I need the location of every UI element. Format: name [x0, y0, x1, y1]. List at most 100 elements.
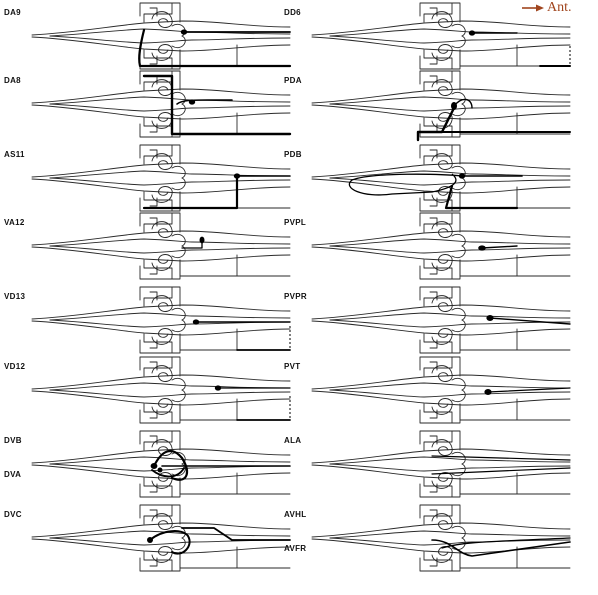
commissure: [416, 106, 456, 142]
ventral-cord-outline: [459, 49, 571, 67]
gut-outline-lower: [329, 389, 571, 398]
arrow-right-icon: [522, 4, 544, 12]
lumbar-ganglion-upper: [151, 11, 173, 28]
lumbar-ganglion-upper: [151, 79, 173, 96]
neuron-label: AVFR: [284, 544, 307, 553]
ventral-cord-outline: [459, 117, 571, 135]
body-outline-lower: [31, 246, 291, 262]
gut-outline-upper: [329, 170, 571, 179]
body-outline-lower: [311, 538, 571, 554]
preanal-ganglion-frame: [419, 504, 453, 525]
gut-outline-upper: [49, 312, 291, 321]
body-outline-upper: [311, 20, 571, 36]
body-outline-lower: [31, 178, 291, 194]
lumbar-ganglion-upper: [431, 79, 453, 96]
process-lower: [151, 467, 185, 478]
ventral-cord-outline: [179, 259, 291, 277]
anterior-indicator: Ant.: [522, 0, 572, 16]
panel-va12: [31, 212, 291, 280]
neuron-label: DVC: [4, 510, 22, 519]
body-outline-upper: [311, 304, 571, 320]
gut-outline-upper: [49, 530, 291, 539]
preanal-ganglion-frame: [139, 144, 173, 165]
lumbar-ganglion-lower: [431, 44, 453, 61]
process-loop: [149, 530, 191, 555]
panel-ala: [311, 430, 571, 498]
gut-outline-lower: [329, 319, 571, 328]
process-loop: [152, 449, 189, 481]
lumbar-ganglion-upper: [431, 365, 453, 382]
gut-outline-lower: [49, 389, 291, 398]
body-outline-upper: [311, 88, 571, 104]
lumbar-ganglion-upper: [151, 513, 173, 530]
gut-outline-lower: [329, 35, 571, 44]
lumbar-ganglion-lower: [151, 546, 173, 563]
body-outline-lower: [31, 538, 291, 554]
neuron-label: DD6: [284, 8, 301, 17]
preanal-ganglion-frame: [139, 2, 173, 23]
panel-pda: [311, 70, 571, 142]
body-outline-lower: [31, 464, 291, 480]
lumbar-ganglion-upper: [431, 513, 453, 530]
body-outline-upper: [311, 448, 571, 464]
gut-outline-upper: [329, 382, 571, 391]
commissure: [142, 174, 239, 210]
process-anterior: [181, 527, 291, 541]
process-anterior: [487, 387, 571, 393]
lumbar-ganglion-lower: [151, 328, 173, 345]
ventral-cord-outline: [459, 191, 571, 209]
panel-pvpr: [311, 286, 571, 354]
gut-outline-lower: [49, 245, 291, 254]
preanal-ganglion-frame: [139, 430, 173, 451]
panel-avhl: [311, 504, 571, 572]
body-outline-upper: [311, 230, 571, 246]
panel-pvt: [311, 356, 571, 424]
body-outline-upper: [31, 304, 291, 320]
lumbar-ganglion-upper: [431, 439, 453, 456]
lumbar-ganglion-upper: [431, 295, 453, 312]
process-tail-loop: [348, 173, 463, 196]
ventral-cord-outline: [459, 477, 571, 495]
commissure: [142, 74, 292, 136]
process-upper: [431, 455, 571, 461]
gut-outline-upper: [49, 382, 291, 391]
anterior-label: Ant.: [547, 0, 572, 15]
lumbar-ganglion-lower: [431, 328, 453, 345]
ventral-cord-outline: [459, 551, 571, 569]
lumbar-ganglion-upper: [151, 365, 173, 382]
body-outline-upper: [311, 374, 571, 390]
gut-outline-upper: [49, 238, 291, 247]
preanal-ganglion-frame: [419, 356, 453, 377]
lumbar-ganglion-upper: [431, 11, 453, 28]
body-outline-lower: [31, 320, 291, 336]
preanal-ganglion-frame: [419, 2, 453, 23]
preanal-ganglion-frame: [419, 212, 453, 233]
panel-da9: [31, 2, 292, 70]
body-outline-upper: [31, 448, 291, 464]
preanal-ganglion-frame: [419, 286, 453, 307]
gut-outline-upper: [329, 530, 571, 539]
gut-outline-lower: [49, 103, 291, 112]
neuron-label: PVPR: [284, 292, 307, 301]
gut-outline-upper: [329, 238, 571, 247]
process-anterior: [489, 317, 571, 325]
panel-vd13: [31, 286, 291, 354]
ventral-cord-outline: [179, 191, 291, 209]
body-outline-lower: [31, 36, 291, 52]
gut-outline-upper: [49, 96, 291, 105]
gut-outline-lower: [329, 245, 571, 254]
process: [181, 239, 203, 249]
gut-outline-lower: [329, 463, 571, 472]
ventral-cord-outline: [179, 117, 291, 135]
gut-outline-upper: [329, 96, 571, 105]
lumbar-ganglion-lower: [151, 186, 173, 203]
body-outline-lower: [311, 464, 571, 480]
gut-outline-lower: [49, 177, 291, 186]
preanal-ganglion-frame: [419, 430, 453, 451]
neuron-label: VD13: [4, 292, 26, 301]
neuron-label: DVA: [4, 470, 22, 479]
ventral-cord-outline: [179, 403, 291, 421]
lumbar-ganglion-lower: [431, 112, 453, 129]
ventral-cord-outline: [459, 403, 571, 421]
